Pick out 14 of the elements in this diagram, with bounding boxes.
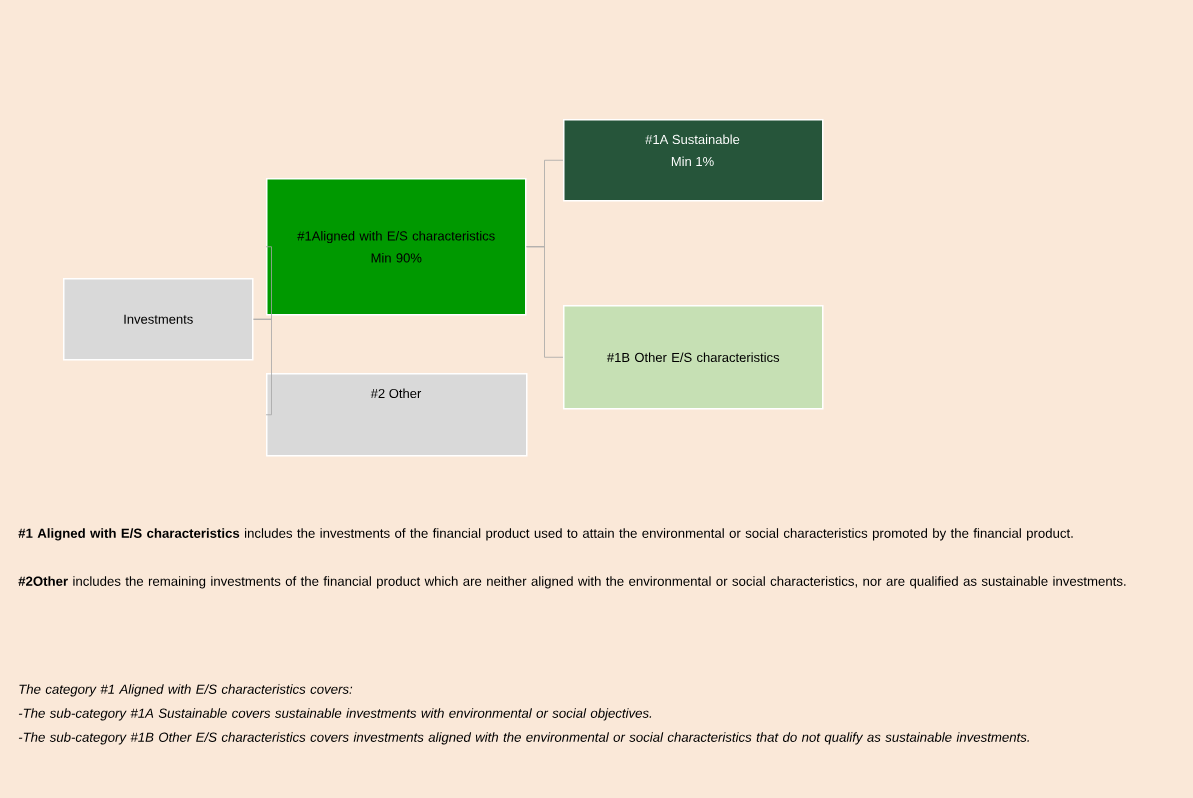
box-label: #2 Other bbox=[370, 388, 422, 399]
note-text: #2Other includes the remaining investments of the financial product which are neither aligned with the environmental or social characteristics, nor are qualified as sustainable investments. bbox=[18, 576, 1126, 589]
category-box: #1B Other E/S characteristics bbox=[563, 305, 824, 410]
note-text: -The sub-category #1A Sustainable covers sustainable investments with environmental or social objectives. bbox=[18, 708, 652, 721]
note-text: #1 Aligned with E/S characteristics includes the investments of the financial product used to attain the environmental or social characteristics promoted by the financial product. bbox=[18, 528, 1073, 541]
box-label: #1A Sustainable Min 1% bbox=[645, 134, 740, 167]
connector-line bbox=[253, 318, 272, 416]
category-box bbox=[266, 373, 528, 457]
category-box bbox=[563, 119, 824, 202]
category-box: #1Aligned with E/S characteristics Min 90% bbox=[266, 178, 527, 316]
note-text: The category #1 Aligned with E/S characteristics covers: bbox=[19, 684, 353, 697]
note-text: -The sub-category #1B Other E/S characteristics covers investments aligned with the environmental or social characteristics that do not qualify as sustainable investments. bbox=[18, 732, 1029, 745]
category-box: Investments bbox=[63, 278, 254, 361]
connector-line bbox=[526, 246, 564, 358]
